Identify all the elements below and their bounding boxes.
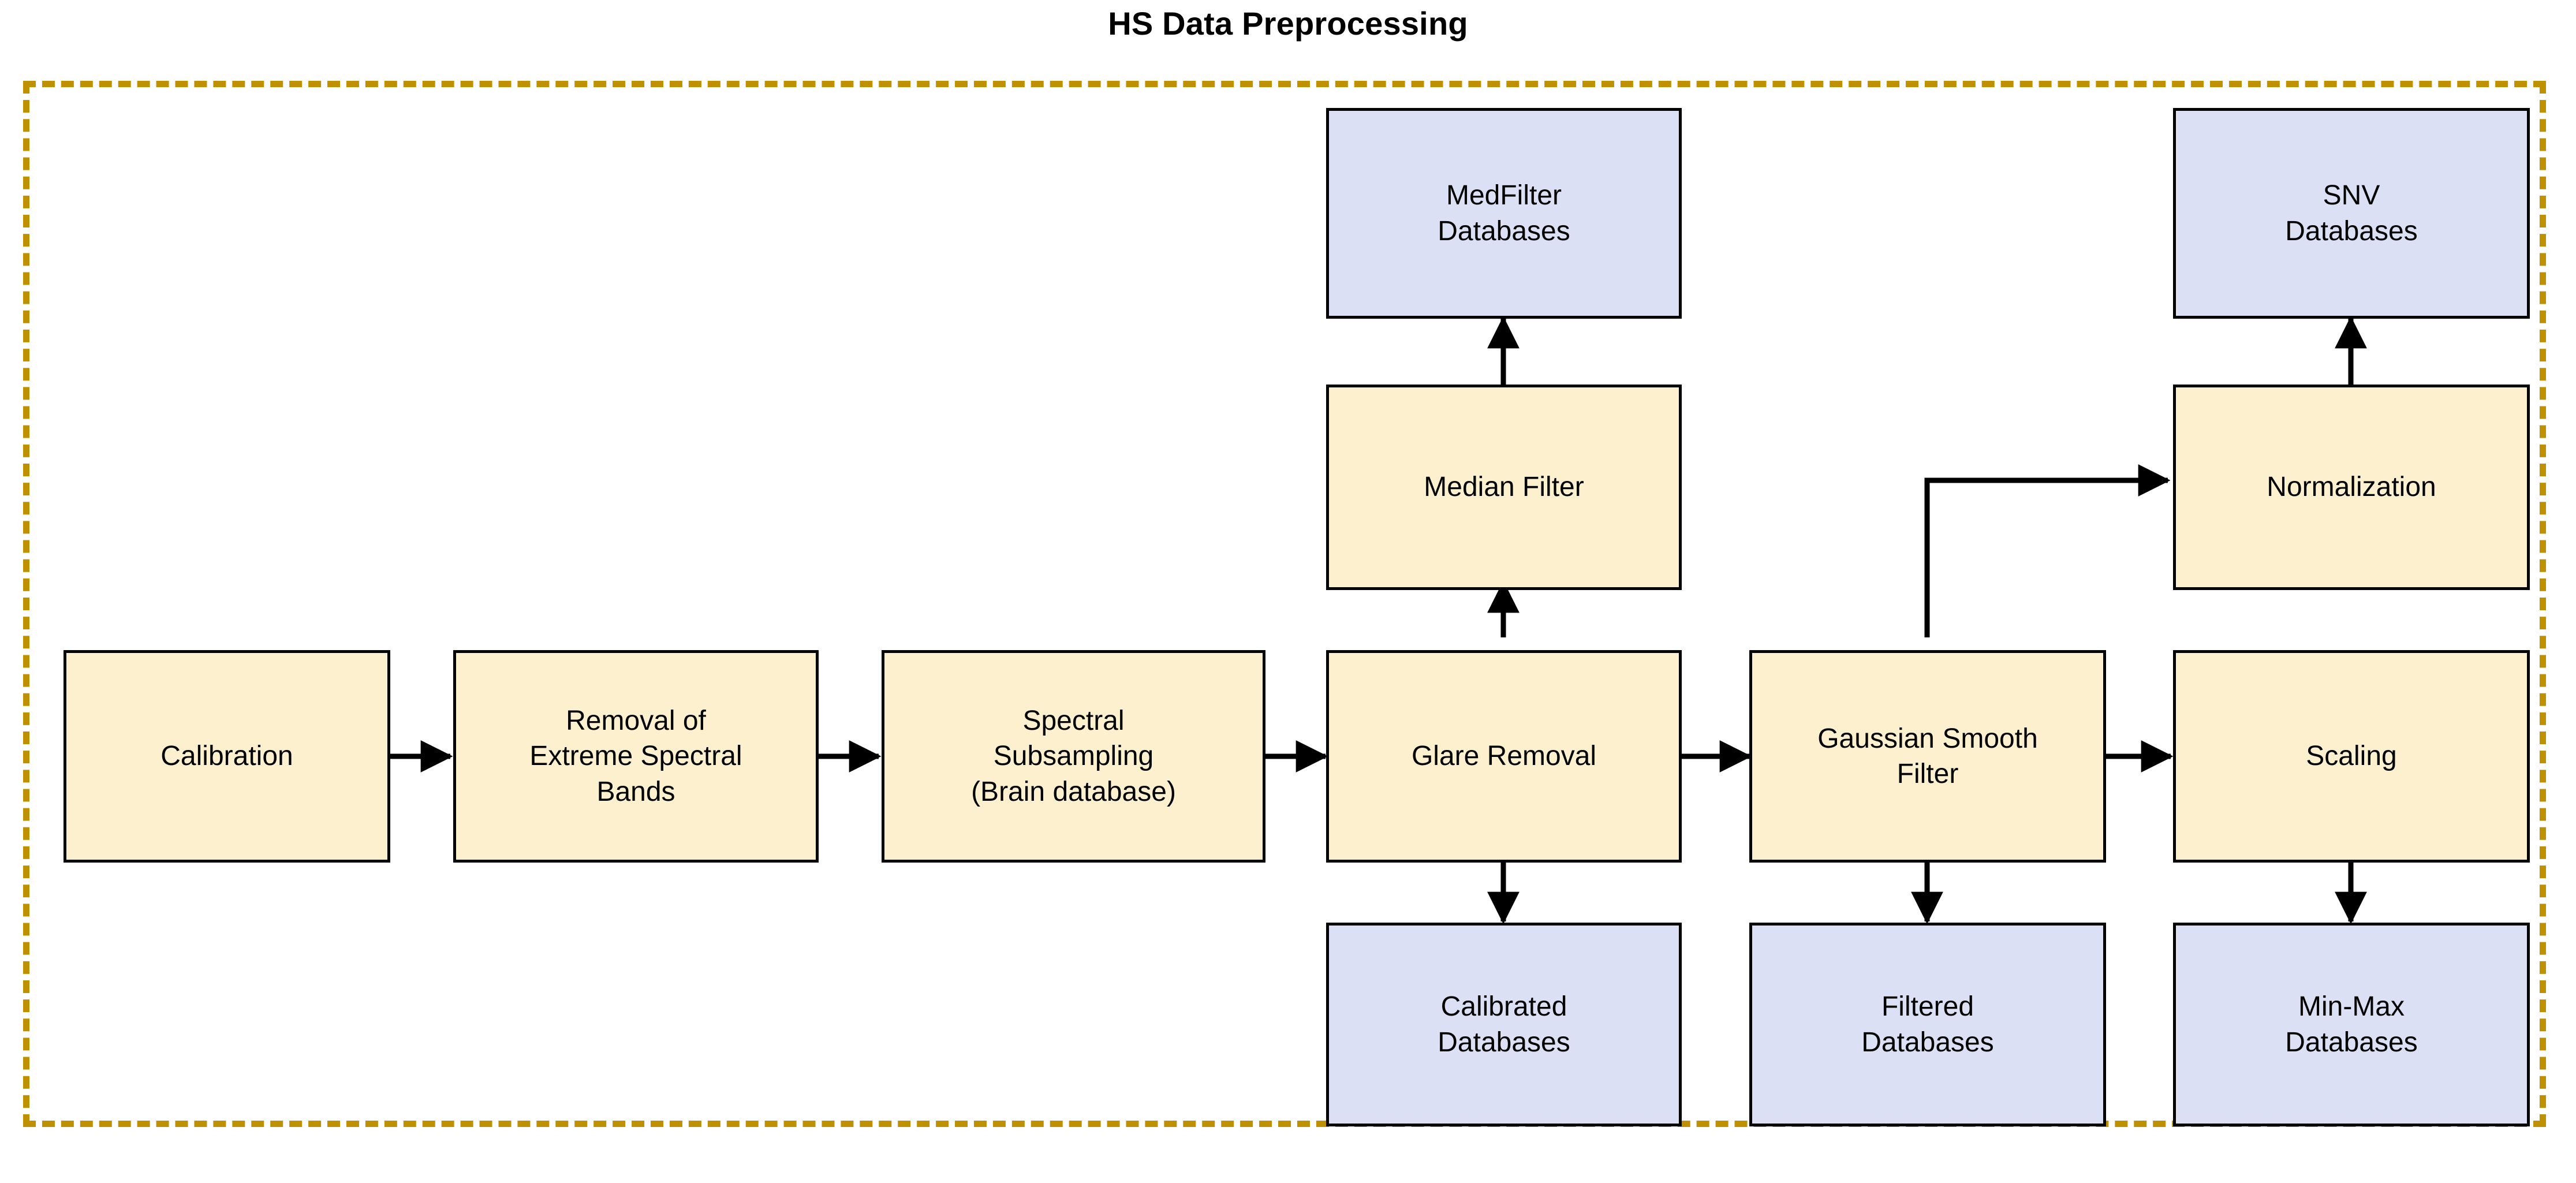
node-glare-removal[interactable]: Glare Removal <box>1326 650 1682 863</box>
node-median-filter[interactable]: Median Filter <box>1326 385 1682 590</box>
node-glare-removal-label: Glare Removal <box>1411 741 1597 772</box>
node-scaling-label: Scaling <box>2306 741 2397 772</box>
page-title: HS Data Preprocessing <box>1108 5 1468 42</box>
node-calibration[interactable]: Calibration <box>64 650 390 863</box>
node-scaling[interactable]: Scaling <box>2173 650 2530 863</box>
node-calibration-label: Calibration <box>160 741 293 772</box>
node-normalization-label: Normalization <box>2267 472 2436 503</box>
hs-preprocessing-group-frame <box>23 81 2546 1127</box>
node-normalization[interactable]: Normalization <box>2173 385 2530 590</box>
node-median-filter-label: Median Filter <box>1424 472 1584 503</box>
